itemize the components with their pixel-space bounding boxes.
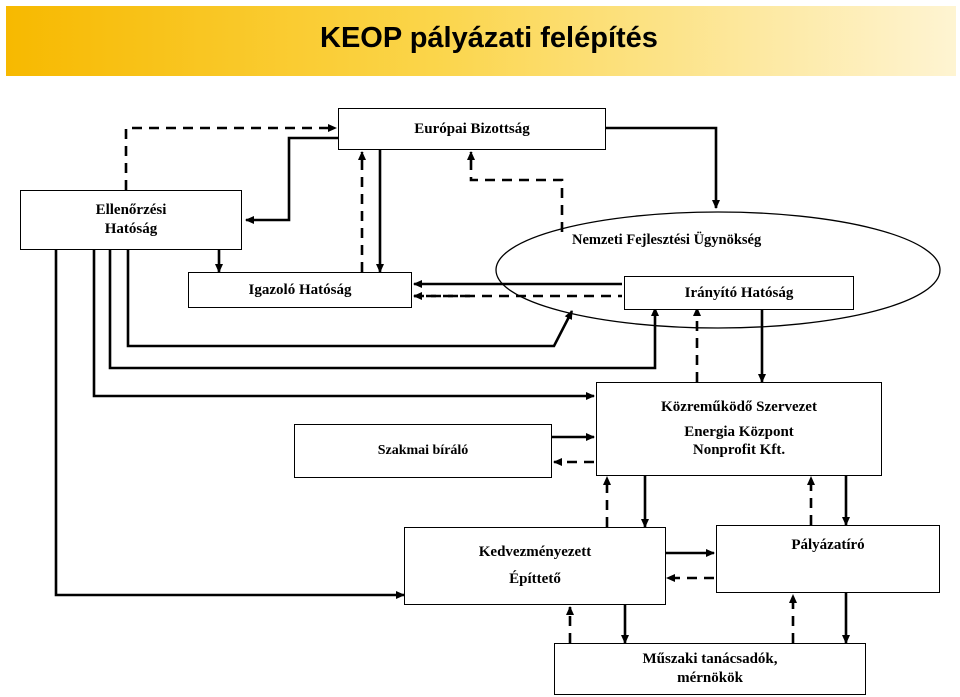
edge-eh-to-nfu <box>126 250 574 348</box>
edge-eb-to-eh <box>245 136 338 224</box>
edge-eb-to-nfu <box>606 126 720 209</box>
node-label: Hatóság <box>104 221 158 237</box>
node-label: Közreműködő Szervezet <box>661 398 817 415</box>
node-label: Pályázatíró <box>791 537 865 553</box>
edge-nfu-to-eb-dashed <box>467 151 564 232</box>
node-ellenorzesi-hatosag: Ellenőrzési Hatóság <box>20 190 242 250</box>
node-kedvezmenyezett: Kedvezményezett Építtető <box>404 527 666 605</box>
node-szakmai-biralo: Szakmai bíráló <box>294 424 552 478</box>
node-kozremukodo-szervezet: Közreműködő Szervezet Energia Központ No… <box>596 382 882 476</box>
node-nemzeti-fejlesztesi-ugynokseg: Nemzeti Fejlesztési Ügynökség <box>572 232 762 248</box>
node-label: Kedvezményezett <box>478 544 592 561</box>
node-igazolo-hatosag: Igazoló Hatóság <box>188 272 412 308</box>
node-europai-bizottsag: Európai Bizottság <box>338 108 606 150</box>
node-iranyito-hatosag: Irányító Hatóság <box>624 276 854 310</box>
node-label: Szakmai bíráló <box>377 443 469 459</box>
node-muszaki-tanacsadok: Műszaki tanácsadók, mérnökök <box>554 643 866 695</box>
edge-eh-to-kedv <box>54 245 405 599</box>
node-label: Igazoló Hatóság <box>248 281 352 298</box>
edge-eh-to-eb-dashed <box>124 124 337 190</box>
node-palyazatiro: Pályázatíró <box>716 525 940 593</box>
node-label: Nonprofit Kft. <box>692 442 786 459</box>
node-label: Energia Központ <box>684 423 794 440</box>
node-label: Ellenőrzési <box>95 202 167 219</box>
nfu-ellipse <box>495 211 941 329</box>
page-title: KEOP pályázati felépítés <box>320 22 658 54</box>
node-label: Műszaki tanácsadók, <box>642 651 778 668</box>
node-label: Irányító Hatóság <box>684 284 794 301</box>
edge-eh-to-ks <box>92 250 595 400</box>
edge-eh-to-ih <box>108 250 659 370</box>
node-label: Európai Bizottság <box>414 120 530 137</box>
header-bar: KEOP pályázati felépítés <box>6 6 956 76</box>
node-label: mérnökök <box>677 670 743 686</box>
node-label: Építtető <box>509 571 561 587</box>
